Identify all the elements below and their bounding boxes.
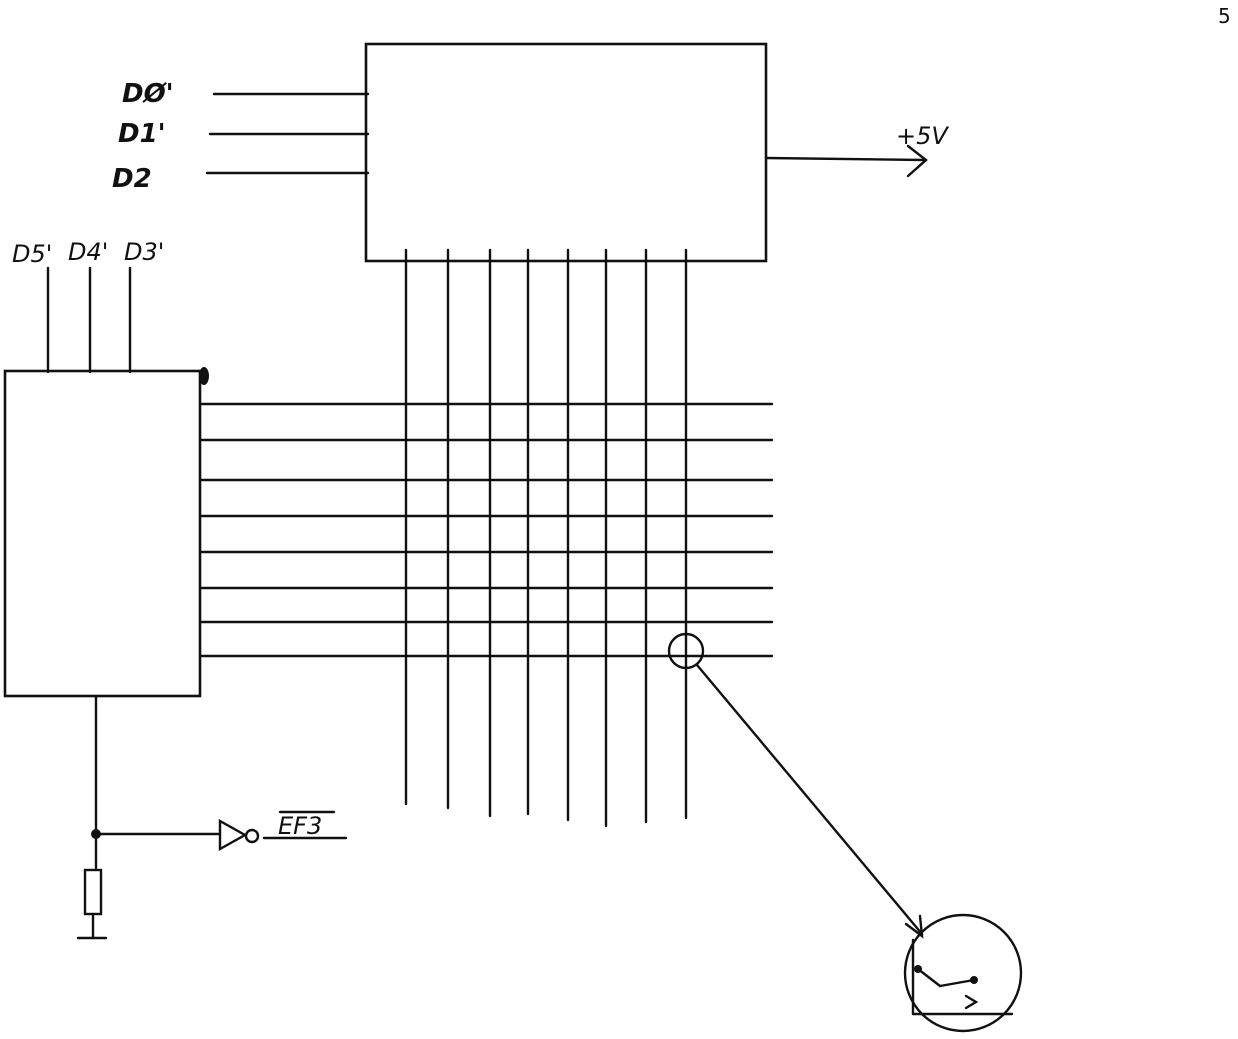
label-d0: DØ' bbox=[122, 79, 174, 109]
ef3-label: EF3 bbox=[278, 812, 322, 840]
label-d2: D2 bbox=[112, 164, 152, 194]
switch-lever-tip bbox=[938, 978, 976, 988]
resistor-icon bbox=[83, 868, 103, 916]
label-d4: D4' bbox=[68, 238, 108, 266]
crosspoint-circle bbox=[667, 632, 705, 670]
left-decoder-block bbox=[3, 369, 202, 698]
page-number: 5 bbox=[1218, 4, 1231, 28]
matrix-columns bbox=[404, 248, 688, 828]
supply-arrow-icon bbox=[906, 144, 928, 178]
pin-mark bbox=[199, 367, 209, 385]
switch-contact-b bbox=[970, 976, 978, 984]
inverter-bubble-icon bbox=[244, 828, 260, 844]
top-decoder-block bbox=[364, 42, 768, 263]
matrix-rows bbox=[200, 402, 774, 658]
supply-label: +5V bbox=[896, 122, 949, 150]
switch-lever bbox=[916, 967, 942, 988]
zoom-leader-line bbox=[695, 663, 924, 936]
switch-detail-circle bbox=[903, 913, 1023, 1033]
zoom-arrow-icon bbox=[904, 914, 924, 939]
label-d5: D5' bbox=[12, 240, 52, 268]
inverter-icon bbox=[218, 818, 248, 852]
supply-line bbox=[764, 156, 928, 162]
label-d3: D3' bbox=[124, 238, 164, 266]
label-d1: D1' bbox=[118, 119, 166, 149]
switch-detail-mark bbox=[964, 994, 979, 1010]
